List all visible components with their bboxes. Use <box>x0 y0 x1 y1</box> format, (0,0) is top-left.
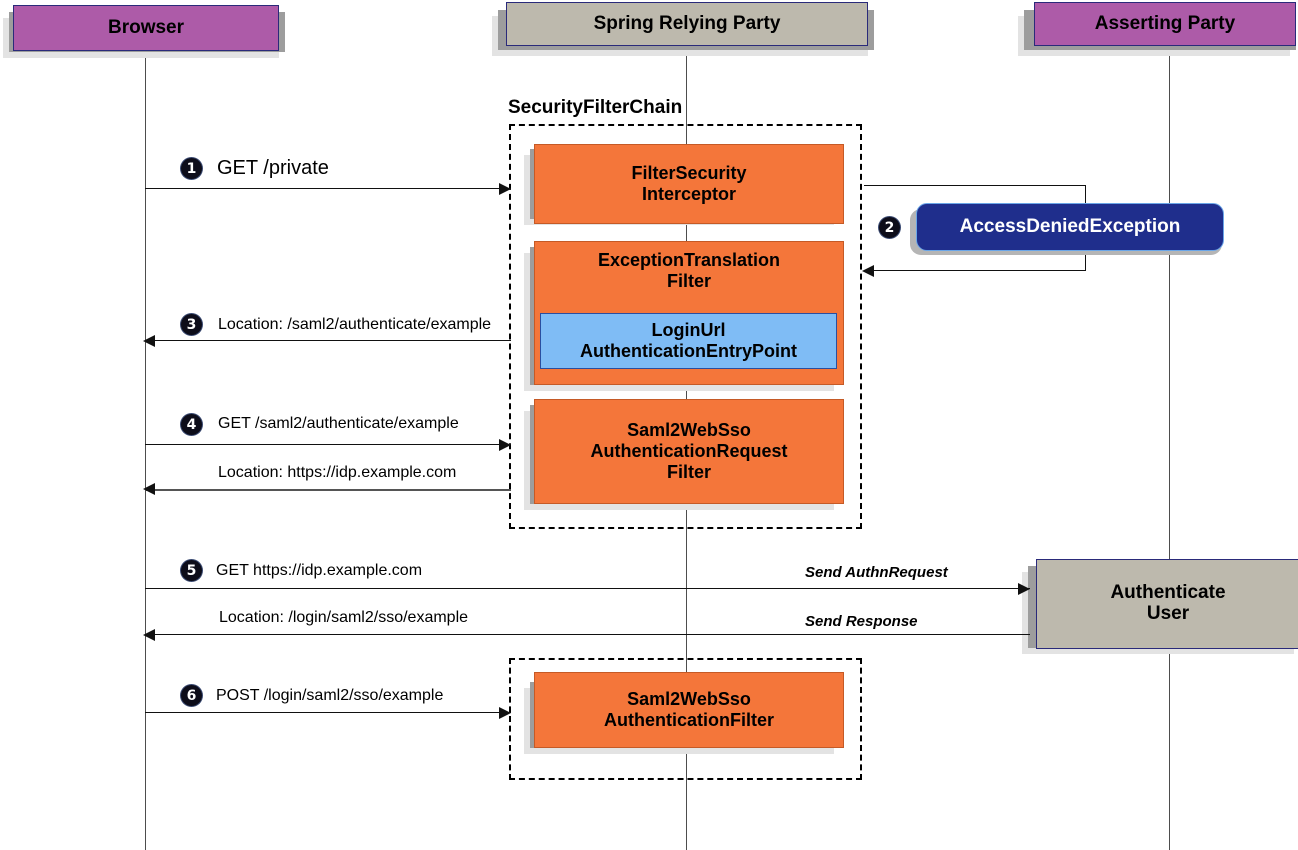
send-authn-request-label: Send AuthnRequest <box>805 564 948 581</box>
message-3-line <box>145 340 511 341</box>
entry-point-line1: LoginUrl <box>651 319 726 340</box>
message-3-arrowhead <box>143 335 155 347</box>
message-4-line <box>145 444 511 445</box>
message-7-label: Location: /login/saml2/sso/example <box>219 609 469 626</box>
step-bullet-5-text: 5 <box>186 562 197 579</box>
message-8-arrowhead <box>499 707 511 719</box>
send-authn-request-line <box>511 588 1030 589</box>
message-8-label: POST /login/saml2/sso/example <box>216 687 444 704</box>
send-response-label: Send Response <box>805 613 918 630</box>
lifeline-asserting-party <box>1169 46 1170 850</box>
authenticate-user-box[interactable]: Authenticate User <box>1036 559 1298 649</box>
authenticate-user-line2: User <box>1146 603 1190 624</box>
filter-4-line1: Saml2WebSso <box>627 688 751 709</box>
message-1-label: GET /private <box>217 157 329 179</box>
message-5-line <box>145 489 511 491</box>
actor-relying-party-label: Spring Relying Party <box>593 12 781 34</box>
filter-1-line2: Interceptor <box>641 184 737 204</box>
step-bullet-6: 6 <box>181 685 202 706</box>
message-5-label: Location: https://idp.example.com <box>218 464 457 481</box>
send-authn-request-arrowhead <box>1018 583 1030 595</box>
exception-out-line <box>864 185 1086 186</box>
step-bullet-4: 4 <box>181 414 202 435</box>
message-4-arrowhead <box>499 439 511 451</box>
step-bullet-2-text: 2 <box>884 219 895 236</box>
exception-return-arrowhead <box>862 265 874 277</box>
message-3-label: Location: /saml2/authenticate/example <box>218 316 492 333</box>
actor-browser[interactable]: Browser <box>13 5 279 51</box>
security-filter-chain-label: SecurityFilterChain <box>508 97 683 118</box>
filter-box-saml2-websso-authentication-request-filter[interactable]: Saml2WebSso AuthenticationRequest Filter <box>534 399 844 504</box>
actor-browser-label: Browser <box>107 16 185 38</box>
filter-1-line1: FilterSecurity <box>631 162 747 183</box>
step-bullet-1: 1 <box>181 158 202 179</box>
step-bullet-2: 2 <box>879 217 900 238</box>
step-bullet-6-text: 6 <box>186 687 197 704</box>
filter-3-line2: AuthenticationRequest <box>590 440 788 461</box>
security-filter-chain-container <box>509 124 862 529</box>
filter-3-line3: Filter <box>666 462 711 483</box>
step-bullet-4-text: 4 <box>186 416 197 433</box>
filter-3-line1: Saml2WebSso <box>627 419 751 440</box>
filter-box-saml2-websso-authentication-filter[interactable]: Saml2WebSso AuthenticationFilter <box>534 672 844 748</box>
message-8-line <box>145 712 511 713</box>
entry-point-line2: AuthenticationEntryPoint <box>580 341 797 361</box>
message-7-arrowhead <box>143 629 155 641</box>
filter-2-line1: ExceptionTranslation <box>597 250 781 270</box>
actor-asserting-party-label: Asserting Party <box>1094 12 1236 34</box>
lifeline-browser <box>145 52 146 850</box>
actor-asserting-party[interactable]: Asserting Party <box>1034 2 1296 46</box>
message-6-line <box>145 588 511 589</box>
authenticate-user-line1: Authenticate <box>1110 582 1226 604</box>
step-bullet-3: 3 <box>181 314 202 335</box>
filter-2-line2: Filter <box>666 271 711 292</box>
access-denied-exception-label: AccessDeniedException <box>959 216 1181 237</box>
message-1-arrowhead <box>499 183 511 195</box>
message-7-line <box>145 634 1030 635</box>
login-url-authentication-entry-point-box[interactable]: LoginUrl AuthenticationEntryPoint <box>540 313 837 369</box>
message-5-arrowhead <box>143 483 155 495</box>
message-1-line <box>145 188 511 189</box>
actor-spring-relying-party[interactable]: Spring Relying Party <box>506 2 868 46</box>
access-denied-exception-pill[interactable]: AccessDeniedException <box>916 203 1224 251</box>
step-bullet-3-text: 3 <box>186 316 197 333</box>
filter-box-filter-security-interceptor[interactable]: FilterSecurity Interceptor <box>534 144 844 224</box>
step-bullet-5: 5 <box>181 560 202 581</box>
security-filter-chain-container-2 <box>509 658 862 780</box>
exception-return-line <box>864 270 1086 271</box>
step-bullet-1-text: 1 <box>186 160 197 177</box>
message-6-label: GET https://idp.example.com <box>216 562 423 579</box>
filter-4-line2: AuthenticationFilter <box>604 710 774 730</box>
message-4-label: GET /saml2/authenticate/example <box>218 415 459 432</box>
